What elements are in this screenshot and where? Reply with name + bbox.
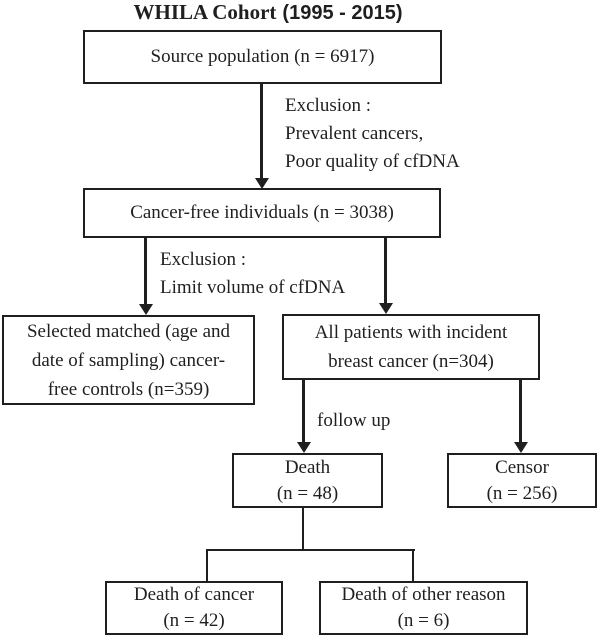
exclusion-2-line-1: Exclusion : bbox=[160, 249, 247, 270]
box-incident-patients: All patients with incident breast cancer… bbox=[282, 314, 540, 380]
box-death-of-other-reason-line-1: Death of other reason bbox=[341, 584, 506, 605]
box-censor: Censor (n = 256) bbox=[447, 453, 597, 508]
arrow-patients-to-death-head bbox=[297, 442, 311, 453]
box-cancer-free: Cancer-free individuals (n = 3038) bbox=[83, 188, 441, 238]
box-death: Death (n = 48) bbox=[232, 453, 383, 508]
arrow-source-to-cancerfree-head bbox=[255, 178, 269, 189]
exclusion-1-line-3: Poor quality of cfDNA bbox=[285, 151, 460, 172]
arrow-source-to-cancerfree-stem bbox=[260, 84, 263, 179]
exclusion-1-label: Exclusion : Prevalent cancers, Poor qual… bbox=[285, 92, 460, 176]
box-death-of-other-reason: Death of other reason (n = 6) bbox=[319, 581, 528, 635]
box-cancer-free-text: Cancer-free individuals (n = 3038) bbox=[130, 202, 394, 223]
follow-up-label: follow up bbox=[317, 410, 391, 431]
box-censor-line-1: Censor bbox=[495, 456, 549, 478]
arrow-patients-to-death-stem bbox=[302, 380, 305, 443]
connector-split-horizontal bbox=[206, 549, 415, 551]
cohort-period: (1995 - 2015) bbox=[282, 2, 403, 24]
arrow-cancerfree-to-patients-stem bbox=[384, 238, 387, 304]
box-censor-line-2: (n = 256) bbox=[486, 482, 558, 504]
box-death-of-cancer-line-1: Death of cancer bbox=[133, 584, 255, 605]
box-death-line-2: (n = 48) bbox=[276, 482, 339, 504]
exclusion-1-line-1: Exclusion : bbox=[285, 95, 372, 116]
box-death-line-1: Death bbox=[284, 456, 331, 478]
arrow-patients-to-censor-stem bbox=[519, 380, 522, 443]
exclusion-2-label: Exclusion : Limit volume of cfDNA bbox=[160, 246, 345, 302]
arrow-patients-to-censor-head bbox=[514, 442, 528, 453]
box-matched-controls-line-2: date of sampling) cancer- bbox=[31, 349, 226, 371]
connector-to-death-cancer bbox=[206, 549, 208, 581]
arrow-cancerfree-to-patients-head bbox=[379, 303, 393, 314]
box-incident-patients-line-2: breast cancer (n=304) bbox=[328, 351, 494, 372]
connector-to-death-other bbox=[412, 549, 414, 581]
box-death-of-cancer-line-2: (n = 42) bbox=[163, 610, 225, 631]
arrow-cancerfree-to-controls-stem bbox=[144, 238, 147, 305]
connector-death-down bbox=[302, 508, 304, 550]
exclusion-1-line-2: Prevalent cancers, bbox=[285, 123, 424, 144]
arrow-cancerfree-to-controls-head bbox=[139, 304, 153, 315]
box-death-of-other-reason-line-2: (n = 6) bbox=[397, 610, 450, 631]
box-source-population: Source population (n = 6917) bbox=[83, 30, 442, 84]
box-matched-controls: Selected matched (age and date of sampli… bbox=[2, 315, 255, 405]
exclusion-2-line-2: Limit volume of cfDNA bbox=[160, 277, 346, 298]
box-matched-controls-line-1: Selected matched (age and bbox=[26, 320, 231, 342]
box-death-of-cancer: Death of cancer (n = 42) bbox=[105, 581, 283, 635]
box-source-population-text: Source population (n = 6917) bbox=[150, 46, 375, 67]
diagram-title: WHILA Cohort(1995 - 2015) bbox=[0, 0, 536, 25]
cohort-name: WHILA Cohort bbox=[133, 0, 277, 24]
box-matched-controls-line-3: free controls (n=359) bbox=[47, 378, 210, 400]
box-incident-patients-line-1: All patients with incident bbox=[314, 322, 508, 343]
